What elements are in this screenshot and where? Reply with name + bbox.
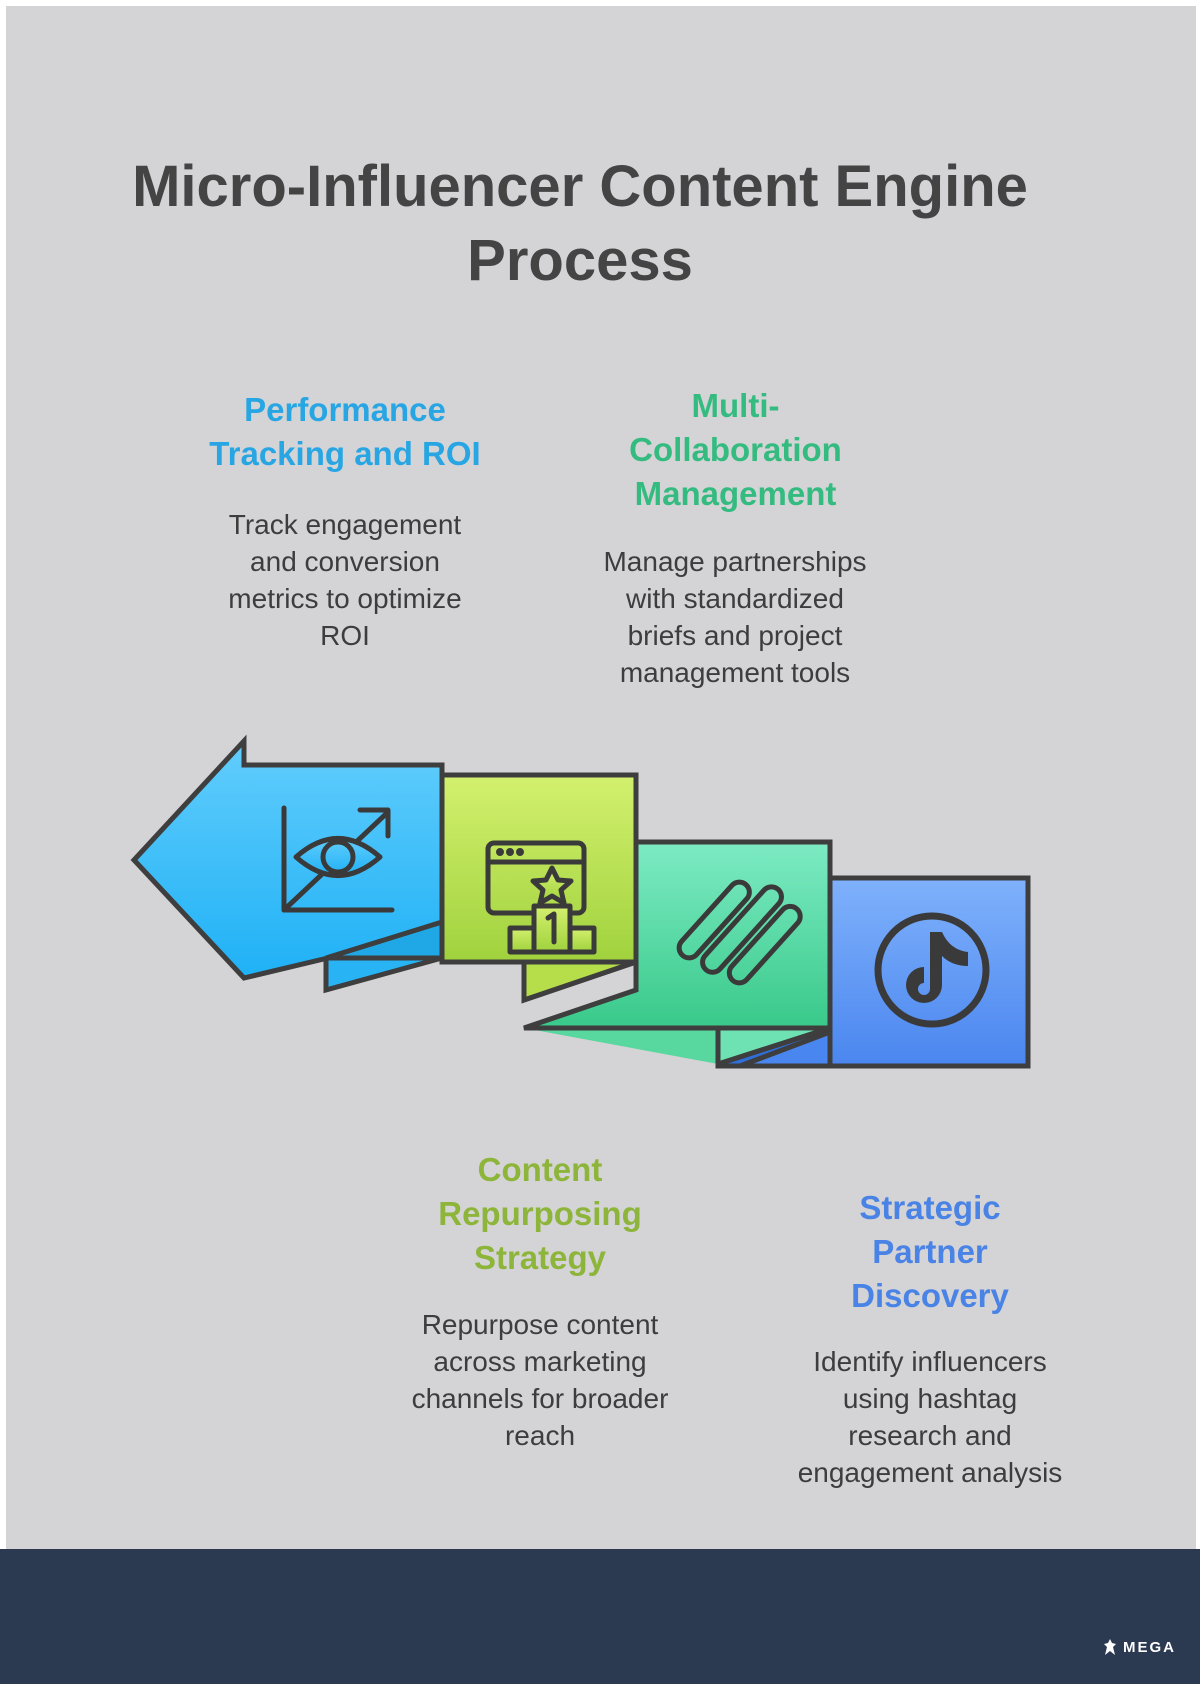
step-2-block: [439, 772, 639, 1004]
link-pills-icon: [676, 879, 803, 986]
tiktok-icon: [874, 912, 990, 1028]
step-3-heading: Multi-Collaboration Management: [629, 387, 842, 512]
footer-bar: [0, 1549, 1200, 1684]
step-4-description: Identify influencers using hashtag resea…: [797, 1346, 1063, 1488]
mega-logo-text: MEGA: [1123, 1638, 1176, 1656]
step-1-heading: Performance Tracking and ROI: [209, 391, 481, 472]
eye-growth-chart-icon: [281, 805, 395, 913]
step-2-heading: Content Repurposing Strategy: [438, 1151, 642, 1276]
step-3-description: Manage partnerships with standardized br…: [603, 546, 867, 688]
step-1-block: [130, 734, 445, 994]
page-title: Micro-Influencer Content Engine Process: [132, 154, 1028, 293]
step-4-heading: Strategic Partner Discovery: [851, 1189, 1009, 1314]
step-3-block: [523, 839, 833, 1068]
award-podium-icon: [485, 840, 597, 955]
step-2-description: Repurpose content across marketing chann…: [411, 1309, 669, 1451]
step-1-description: Track engagement and conversion metrics …: [228, 509, 462, 651]
mega-logo: MEGA: [1102, 1638, 1176, 1656]
mega-logo-icon: [1104, 1639, 1116, 1655]
